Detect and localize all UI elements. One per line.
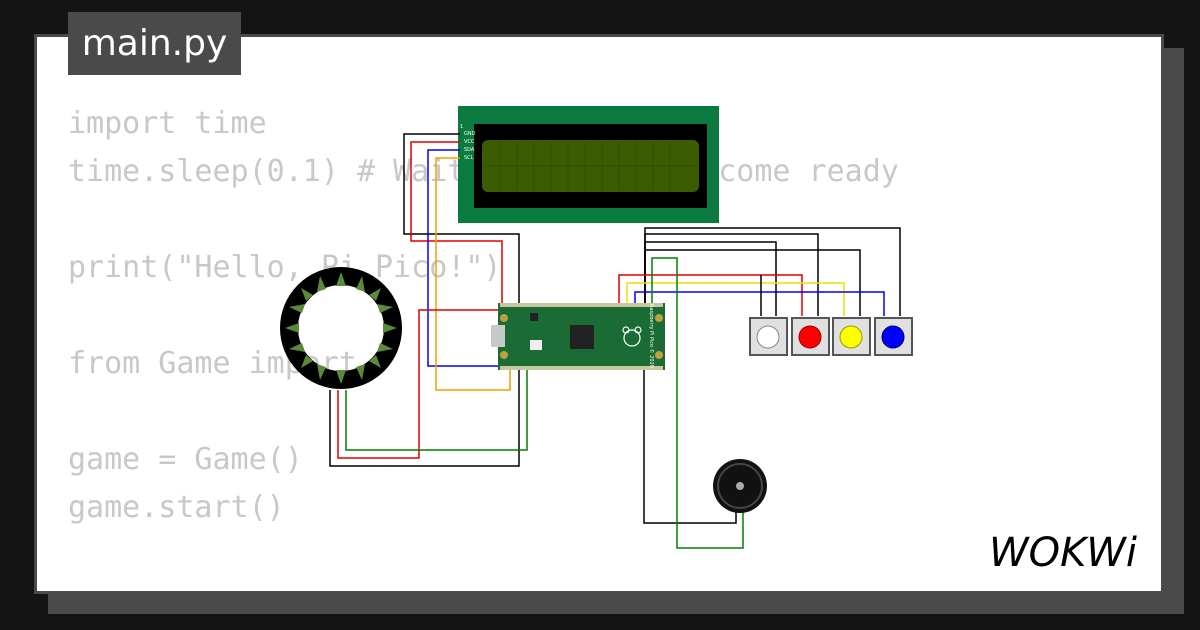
lcd-display[interactable]: 1 GND VCC SDA SCL (458, 106, 719, 223)
neopixel-ring[interactable] (280, 267, 402, 389)
wokwi-logo-text: WOKWi (989, 530, 1137, 576)
code-line: game = Game() (68, 442, 303, 477)
wires (329, 133, 901, 549)
push-button-white[interactable] (749, 317, 788, 356)
file-tab-main-py[interactable]: main.py (68, 12, 241, 75)
lcd-pin-label: SCL (464, 155, 474, 161)
raspberry-logo-icon (622, 326, 642, 347)
raspberry-pi-pico[interactable]: Raspberry Pi Pico © 2020 (491, 303, 665, 370)
code-line: import time (68, 106, 267, 141)
push-button-blue[interactable] (874, 317, 913, 356)
lcd-pin-label: VCC (464, 139, 475, 145)
wokwi-logo-icon: WOKWi (989, 530, 1137, 576)
lcd-pin-label: 1 (460, 124, 463, 130)
piezo-buzzer[interactable] (713, 459, 767, 513)
ring-leds (285, 272, 397, 384)
lcd-pin-label: GND (464, 131, 476, 137)
code-line: game.start() (68, 490, 285, 525)
push-button-yellow[interactable] (832, 317, 871, 356)
lcd-pin-label: SDA (464, 147, 475, 153)
pico-board-label: Raspberry Pi Pico © 2020 (648, 304, 655, 368)
file-tab-label: main.py (81, 23, 228, 64)
push-button-red[interactable] (791, 317, 830, 356)
